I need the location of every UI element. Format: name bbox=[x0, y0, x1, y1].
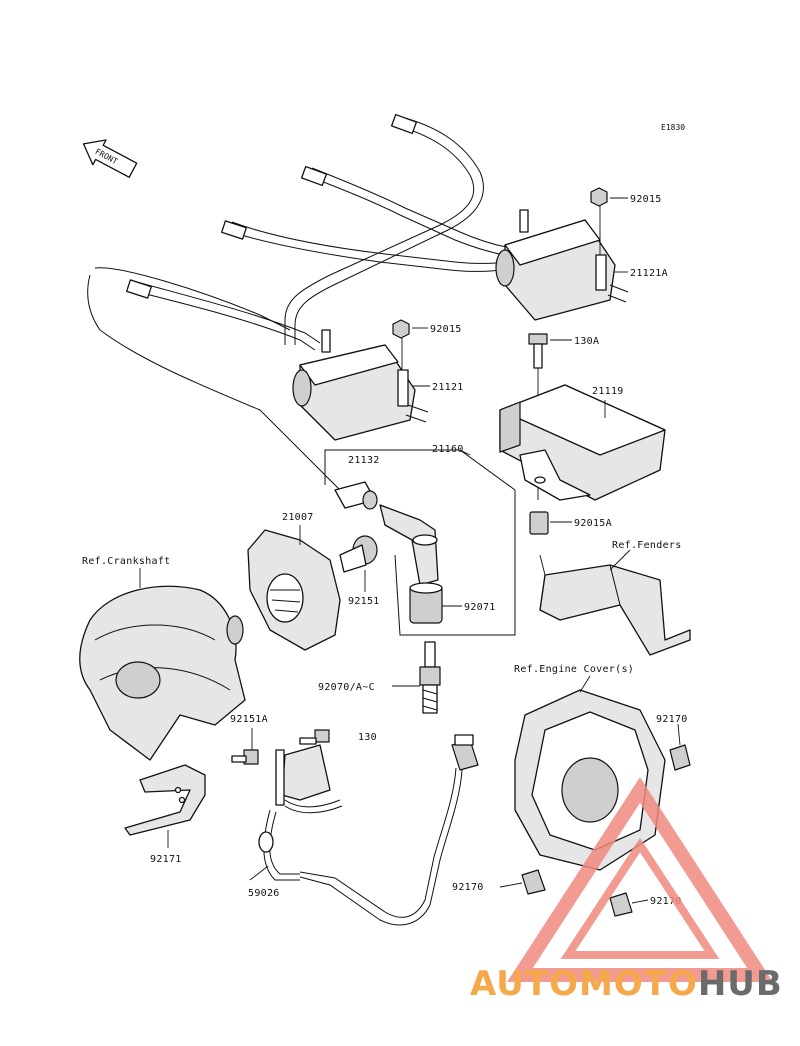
label-92071: 92071 bbox=[464, 602, 496, 613]
spark-plug-92070 bbox=[392, 641, 441, 714]
watermark-logo bbox=[507, 777, 773, 982]
label-92070: 92070/A~C bbox=[318, 682, 375, 693]
bolt-92151A bbox=[231, 728, 259, 765]
clip-92170-left bbox=[499, 869, 546, 895]
label-92015-mid: 92015 bbox=[430, 324, 462, 335]
bolt-130 bbox=[299, 729, 330, 745]
nut-92015-top bbox=[590, 187, 628, 255]
ignition-coil-21121 bbox=[292, 329, 429, 441]
label-ref-fenders: Ref.Fenders bbox=[612, 540, 682, 551]
ignition-coil-21121A bbox=[495, 209, 629, 321]
label-92015A: 92015A bbox=[574, 518, 612, 529]
bolt-92151 bbox=[339, 535, 378, 592]
label-92170-bottom: 92170 bbox=[650, 896, 682, 907]
harness-59026 bbox=[249, 734, 479, 926]
crankshaft bbox=[79, 568, 246, 761]
label-ref-engine-cover: Ref.Engine Cover(s) bbox=[514, 664, 634, 675]
label-130A: 130A bbox=[574, 336, 599, 347]
spark-plug-cap-group bbox=[324, 449, 516, 636]
watermark-part1: AUTOMOTO bbox=[470, 964, 698, 1004]
label-21132: 21132 bbox=[348, 455, 380, 466]
label-21007: 21007 bbox=[282, 512, 314, 523]
watermark-part2: HUB bbox=[698, 964, 783, 1004]
ht-wires bbox=[87, 113, 526, 491]
label-59026: 59026 bbox=[248, 888, 280, 899]
timing-rotor-21007 bbox=[247, 525, 341, 651]
label-92151: 92151 bbox=[348, 596, 380, 607]
clip-92170-right bbox=[669, 723, 691, 771]
label-21121: 21121 bbox=[432, 382, 464, 393]
label-21119: 21119 bbox=[592, 386, 624, 397]
label-92171: 92171 bbox=[150, 854, 182, 865]
bracket-92171 bbox=[124, 764, 206, 848]
label-92015-top: 92015 bbox=[630, 194, 662, 205]
clip-92170-bottom bbox=[609, 892, 649, 917]
watermark-text: AUTOMOTOHUB bbox=[470, 964, 783, 1004]
pickup-coil bbox=[258, 744, 343, 881]
label-92170-left: 92170 bbox=[452, 882, 484, 893]
label-ref-crankshaft: Ref.Crankshaft bbox=[82, 556, 171, 567]
nut-92015-mid bbox=[392, 319, 428, 370]
front-arrow-icon: FRONT bbox=[82, 139, 138, 178]
label-130: 130 bbox=[358, 732, 377, 743]
label-21121A: 21121A bbox=[630, 268, 668, 279]
label-92151A: 92151A bbox=[230, 714, 268, 725]
cdi-unit-21119 bbox=[499, 384, 666, 501]
label-21160: 21160 bbox=[432, 444, 464, 455]
label-92170-right: 92170 bbox=[656, 714, 688, 725]
engine-cover bbox=[514, 675, 666, 871]
diagram-code: E1830 bbox=[661, 123, 685, 132]
fender-bracket bbox=[539, 549, 691, 656]
grommet-92015A bbox=[529, 511, 572, 535]
